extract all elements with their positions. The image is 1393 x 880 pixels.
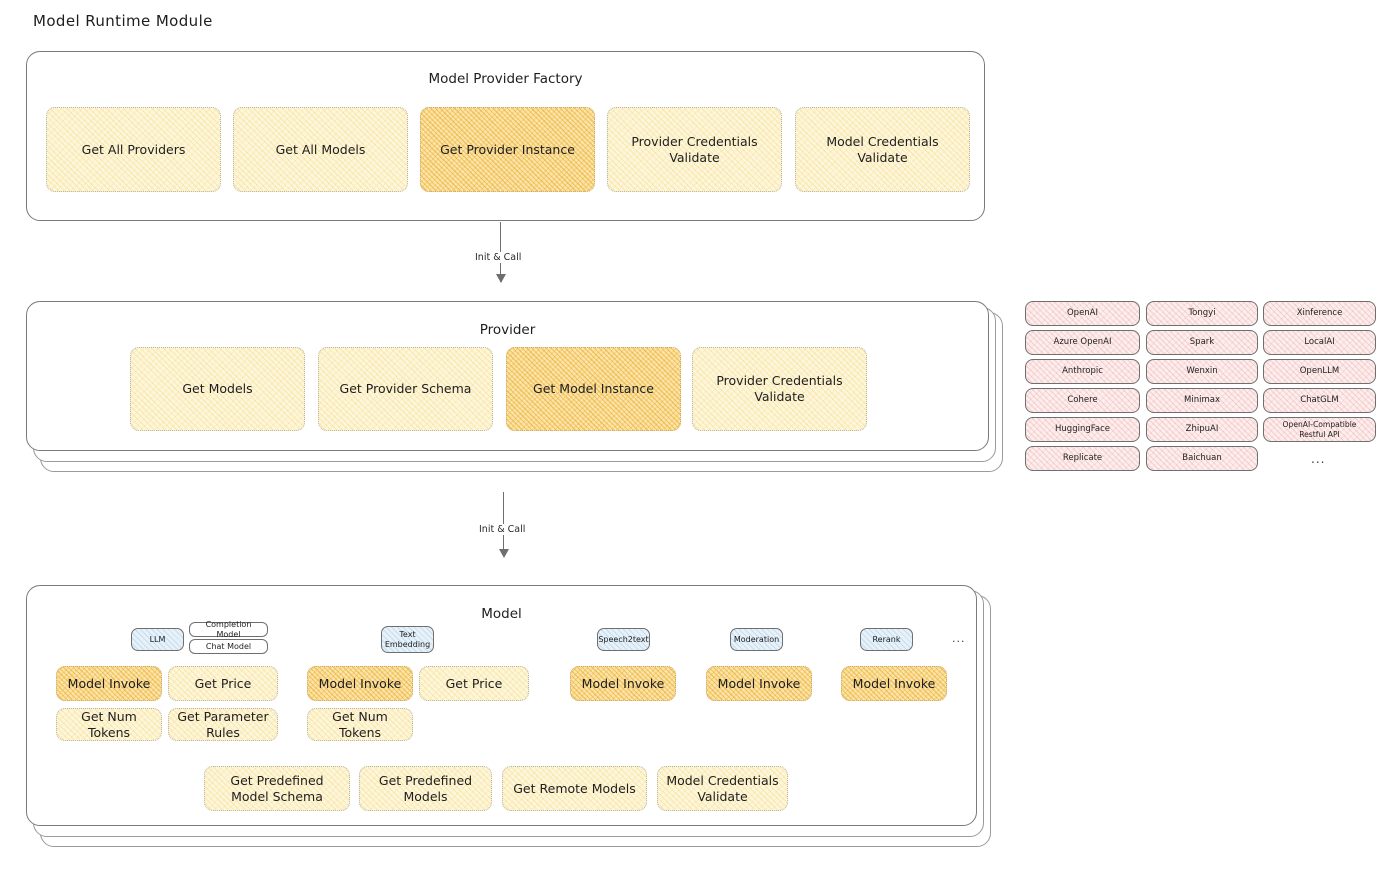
- badge-speech2text[interactable]: Speech2text: [597, 628, 650, 651]
- node-get-provider-instance[interactable]: Get Provider Instance: [420, 107, 595, 192]
- model-types-ellipsis: ...: [952, 632, 966, 645]
- node-get-predefined-models[interactable]: Get Predefined Models: [359, 766, 492, 811]
- model-panel: Model LLM Completion Model Chat Model Mo…: [26, 585, 977, 826]
- provider-chip-zhipuai[interactable]: ZhipuAI: [1146, 417, 1258, 442]
- provider-chip-wenxin[interactable]: Wenxin: [1146, 359, 1258, 384]
- node-get-remote-models[interactable]: Get Remote Models: [502, 766, 647, 811]
- node-llm-get-parameter-rules[interactable]: Get Parameter Rules: [168, 708, 278, 741]
- provider-chip-openllm[interactable]: OpenLLM: [1263, 359, 1376, 384]
- badge-rerank[interactable]: Rerank: [860, 628, 913, 651]
- badge-completion-model[interactable]: Completion Model: [189, 620, 268, 639]
- model-title: Model: [481, 606, 522, 622]
- provider-chip-azure-openai[interactable]: Azure OpenAI: [1025, 330, 1140, 355]
- node-rerank-model-invoke[interactable]: Model Invoke: [841, 666, 947, 701]
- provider-chip-anthropic[interactable]: Anthropic: [1025, 359, 1140, 384]
- provider-chip-openai[interactable]: OpenAI: [1025, 301, 1140, 326]
- provider-chip-huggingface[interactable]: HuggingFace: [1025, 417, 1140, 442]
- node-llm-get-price[interactable]: Get Price: [168, 666, 278, 701]
- node-get-all-models[interactable]: Get All Models: [233, 107, 408, 192]
- node-moderation-model-invoke[interactable]: Model Invoke: [706, 666, 812, 701]
- provider-chip-baichuan[interactable]: Baichuan: [1146, 446, 1258, 471]
- provider-chip-openai-compatible-restful-api[interactable]: OpenAI-Compatible Restful API: [1263, 417, 1376, 442]
- provider-chip-tongyi[interactable]: Tongyi: [1146, 301, 1258, 326]
- model-provider-factory-panel: Model Provider Factory Get All Providers…: [26, 51, 985, 221]
- node-embedding-model-invoke[interactable]: Model Invoke: [307, 666, 413, 701]
- badge-moderation[interactable]: Moderation: [730, 628, 783, 651]
- provider-chip-cohere[interactable]: Cohere: [1025, 388, 1140, 413]
- node-provider-credentials-validate-2[interactable]: Provider Credentials Validate: [692, 347, 867, 431]
- arrow-label-init-call-2: Init & Call: [476, 524, 529, 535]
- provider-chip-chatglm[interactable]: ChatGLM: [1263, 388, 1376, 413]
- node-speech2text-model-invoke[interactable]: Model Invoke: [570, 666, 676, 701]
- arrow-provider-to-model-head: [499, 549, 509, 558]
- provider-chip-replicate[interactable]: Replicate: [1025, 446, 1140, 471]
- node-provider-credentials-validate[interactable]: Provider Credentials Validate: [607, 107, 782, 192]
- badge-llm[interactable]: LLM: [131, 628, 184, 651]
- provider-title: Provider: [479, 322, 536, 338]
- node-llm-model-invoke[interactable]: Model Invoke: [56, 666, 162, 701]
- node-model-credentials-validate-2[interactable]: Model Credentials Validate: [657, 766, 788, 811]
- node-embedding-get-num-tokens[interactable]: Get Num Tokens: [307, 708, 413, 741]
- provider-chip-spark[interactable]: Spark: [1146, 330, 1258, 355]
- model-provider-factory-title: Model Provider Factory: [428, 71, 583, 87]
- provider-chip-xinference[interactable]: Xinference: [1263, 301, 1376, 326]
- provider-chip-localai[interactable]: LocalAI: [1263, 330, 1376, 355]
- page-title: Model Runtime Module: [33, 12, 213, 30]
- node-get-model-instance[interactable]: Get Model Instance: [506, 347, 681, 431]
- arrow-factory-to-provider-head: [496, 274, 506, 283]
- badge-text-embedding[interactable]: Text Embedding: [381, 626, 434, 653]
- node-get-predefined-model-schema[interactable]: Get Predefined Model Schema: [204, 766, 350, 811]
- node-get-models[interactable]: Get Models: [130, 347, 305, 431]
- node-get-all-providers[interactable]: Get All Providers: [46, 107, 221, 192]
- node-embedding-get-price[interactable]: Get Price: [419, 666, 529, 701]
- provider-list-ellipsis: ...: [1311, 452, 1326, 466]
- arrow-label-init-call-1: Init & Call: [472, 252, 525, 263]
- node-model-credentials-validate[interactable]: Model Credentials Validate: [795, 107, 970, 192]
- badge-chat-model[interactable]: Chat Model: [189, 639, 268, 654]
- provider-panel: Provider Get Models Get Provider Schema …: [26, 301, 989, 451]
- provider-chip-minimax[interactable]: Minimax: [1146, 388, 1258, 413]
- node-llm-get-num-tokens[interactable]: Get Num Tokens: [56, 708, 162, 741]
- node-get-provider-schema[interactable]: Get Provider Schema: [318, 347, 493, 431]
